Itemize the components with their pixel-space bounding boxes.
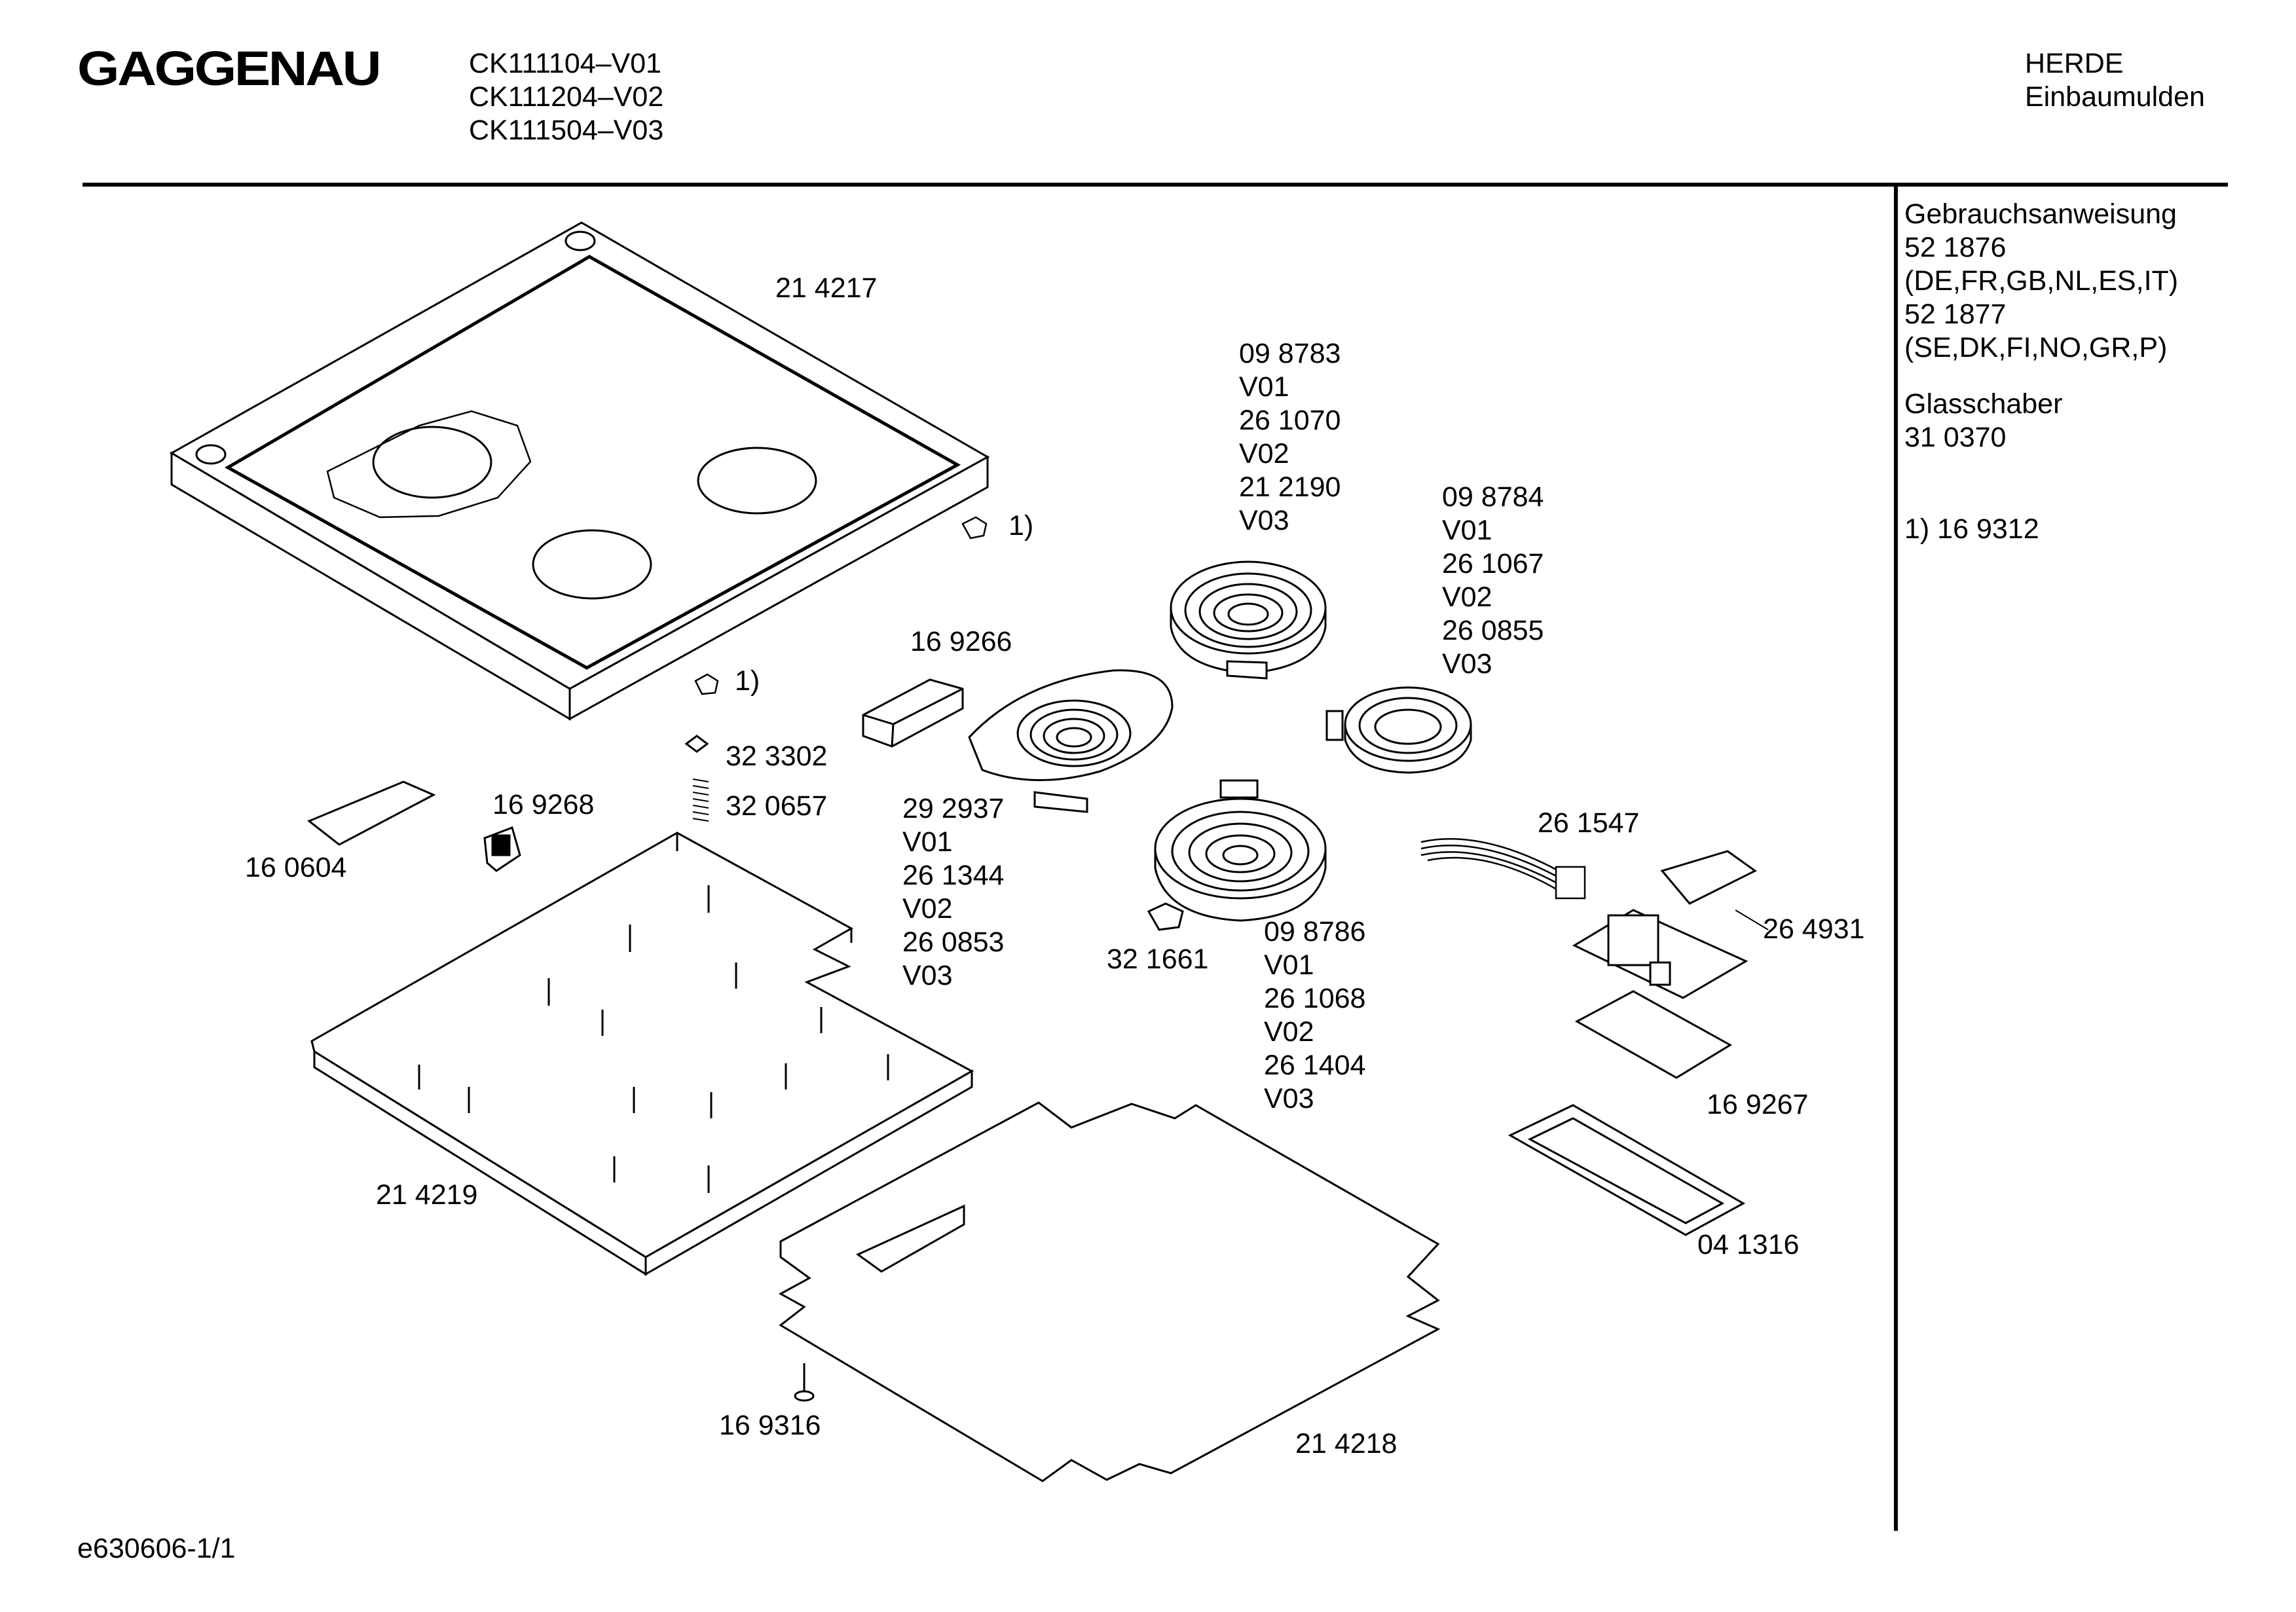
terminal-169266 [862, 678, 964, 748]
manual-number-1: 52 1876 [1904, 232, 2007, 263]
label-098786-v02: V02 [1264, 1016, 1314, 1048]
label-261068: 26 1068 [1264, 983, 1366, 1014]
label-321661: 32 1661 [1107, 943, 1209, 975]
label-292937-v03: V03 [902, 960, 953, 991]
model-v03: CK111504–V03 [469, 115, 664, 146]
bottom-tray-214219 [310, 832, 974, 1276]
base-plate-214218 [778, 1101, 1441, 1482]
model-v02: CK111204–V02 [469, 81, 664, 113]
manual-number-2: 52 1877 [1904, 299, 2007, 330]
clip-321661 [1147, 902, 1184, 931]
label-261070: 26 1070 [1239, 405, 1341, 436]
screw-169316 [794, 1363, 815, 1402]
label-292937: 29 2937 [902, 793, 1005, 824]
label-098786: 09 8786 [1264, 916, 1366, 947]
scraper-info: Glasschaber 31 0370 [1904, 388, 2062, 454]
label-group-292937: 29 2937 V01 26 1344 V02 26 0853 V03 [902, 792, 1004, 993]
clip-169268 [483, 826, 521, 872]
label-169268: 16 9268 [492, 789, 595, 820]
label-261547: 26 1547 [1538, 807, 1640, 839]
manual-info: Gebrauchsanweisung 52 1876 (DE,FR,GB,NL,… [1904, 198, 2178, 365]
label-098786-v03: V03 [1264, 1083, 1314, 1114]
harness-261547 [1420, 838, 1586, 900]
label-292937-v02: V02 [902, 893, 953, 925]
label-160604: 16 0604 [245, 852, 347, 883]
label-group-098783: 09 8783 V01 26 1070 V02 21 2190 V03 [1239, 337, 1341, 538]
heater-098783 [1170, 560, 1327, 680]
board-264931 [1572, 850, 1769, 999]
label-group-098784: 09 8784 V01 26 1067 V02 26 0855 V03 [1442, 481, 1544, 681]
scraper-number: 31 0370 [1904, 422, 2007, 453]
manual-languages-1: (DE,FR,GB,NL,ES,IT) [1904, 265, 2179, 297]
label-214217: 21 4217 [775, 272, 878, 304]
label-group-098786: 09 8786 V01 26 1068 V02 26 1404 V03 [1264, 915, 1365, 1116]
label-212190: 21 2190 [1239, 471, 1341, 503]
label-214219: 21 4219 [376, 1179, 478, 1211]
label-323302: 32 3302 [726, 741, 828, 772]
label-320657: 32 0657 [726, 790, 828, 822]
label-041316: 04 1316 [1697, 1229, 1800, 1260]
gasket-041316 [1508, 1104, 1746, 1236]
label-261404: 26 1404 [1264, 1050, 1366, 1081]
scraper-title: Glasschaber [1904, 388, 2063, 420]
heater-292937 [968, 669, 1174, 813]
brand-logo: GAGGENAU [77, 41, 382, 96]
clip-right [961, 516, 988, 540]
footnote-ref: 1) 16 9312 [1904, 513, 2039, 545]
label-ref1-right: 1) [1009, 510, 1034, 541]
label-260853: 26 0853 [902, 926, 1005, 958]
label-169266: 16 9266 [910, 626, 1012, 657]
document-id: e630606-1/1 [77, 1533, 236, 1564]
manual-title: Gebrauchsanweisung [1904, 198, 2177, 230]
category-subline: Einbaumulden [2025, 81, 2205, 113]
label-098784-v01: V01 [1442, 515, 1492, 546]
label-261344: 26 1344 [902, 860, 1005, 891]
label-292937-v01: V01 [902, 826, 953, 858]
label-098784-v03: V03 [1442, 648, 1492, 680]
label-098783-v03: V03 [1239, 505, 1289, 536]
label-169316: 16 9316 [719, 1410, 821, 1441]
manual-languages-2: (SE,DK,FI,NO,GR,P) [1904, 332, 2168, 363]
category-line: HERDE [2025, 48, 2124, 79]
label-ref1-center: 1) [735, 665, 760, 697]
hob-glass-top [169, 221, 990, 721]
label-098784: 09 8784 [1442, 481, 1544, 513]
label-098783: 09 8783 [1239, 338, 1341, 369]
strip-160604 [307, 780, 436, 846]
heater-098784 [1325, 686, 1472, 774]
label-098784-v02: V02 [1442, 581, 1492, 613]
label-098786-v01: V01 [1264, 949, 1314, 981]
model-list: CK111104–V01 CK111204–V02 CK111504–V03 [469, 47, 663, 147]
label-214218: 21 4218 [1295, 1428, 1398, 1459]
nut-323302 [684, 735, 709, 753]
label-264931: 26 4931 [1763, 913, 1865, 945]
category-block: HERDE Einbaumulden [2025, 47, 2205, 114]
cover-169267 [1574, 990, 1732, 1079]
heater-098786 [1154, 779, 1327, 922]
label-098783-v01: V01 [1239, 371, 1289, 403]
label-261067: 26 1067 [1442, 548, 1544, 579]
spring-320657 [692, 779, 709, 822]
clip-center [694, 673, 719, 695]
model-v01: CK111104–V01 [469, 48, 662, 79]
label-098783-v02: V02 [1239, 438, 1289, 469]
label-169267: 16 9267 [1707, 1089, 1809, 1120]
label-260855: 26 0855 [1442, 615, 1544, 646]
